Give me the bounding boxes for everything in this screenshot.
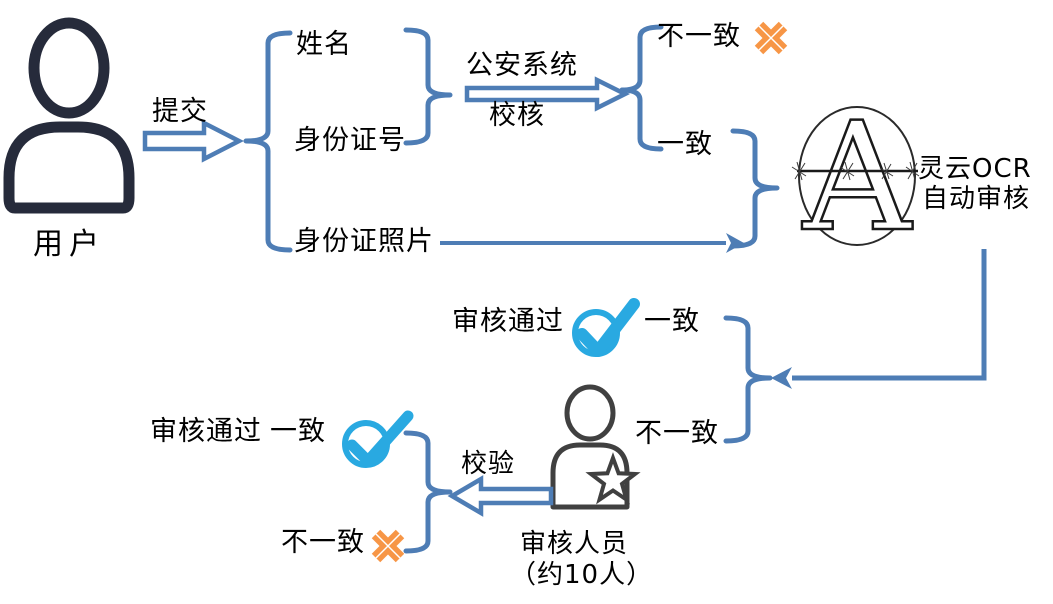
- fields-brace: [243, 30, 293, 253]
- ocr-mismatch-label: 不一致: [635, 418, 719, 449]
- check-circle-icon-ocr-pass: [572, 298, 640, 357]
- reviewer-label-line2: （约10人）: [510, 560, 654, 590]
- ocr-logo-scribbles: [791, 161, 920, 181]
- manual-result-brace: [403, 430, 453, 554]
- ocr-match-label: 一致: [644, 306, 700, 337]
- verify-label: 校验: [461, 449, 516, 479]
- submit-arrow-shape: [142, 119, 244, 163]
- field-id-number-label: 身份证号: [294, 125, 406, 156]
- star-icon: [585, 452, 641, 505]
- submit-label: 提交: [152, 96, 208, 127]
- ocr-label-line1: 灵云OCR: [918, 154, 1032, 184]
- police-check-arrow-shape: [464, 76, 631, 112]
- reviewer-label-line1: 审核人员: [520, 529, 629, 559]
- id-photo-arrow: [440, 233, 744, 253]
- ocr-label-line2: 自动审核: [922, 184, 1031, 214]
- manual-pass-label: 审核通过: [150, 416, 262, 447]
- manual-match-label: 一致: [270, 416, 326, 447]
- police-result-brace: [619, 24, 664, 152]
- police-check-label-line1: 公安系统: [466, 50, 578, 81]
- ocr-input-brace: [730, 128, 780, 249]
- field-name-label: 姓名: [296, 29, 352, 60]
- manual-mismatch-label: 不一致: [281, 527, 365, 558]
- name-id-brace: [403, 27, 453, 146]
- cross-icon-police-mismatch: [754, 21, 788, 55]
- check-circle-icon-manual-pass: [342, 410, 414, 468]
- field-id-photo-label: 身份证照片: [294, 226, 434, 257]
- ocr-pass-label: 审核通过: [452, 306, 564, 337]
- police-mismatch-label: 不一致: [657, 21, 741, 52]
- user-icon: [3, 17, 135, 214]
- reviewer-star-icon: [550, 384, 641, 510]
- police-match-label: 一致: [657, 129, 713, 160]
- ocr-output-arrow: [771, 249, 987, 389]
- police-check-label-line2: 校核: [489, 100, 545, 131]
- verify-arrow-shape: [447, 475, 554, 517]
- user-label: 用户: [33, 227, 105, 262]
- ocr-logo-letter: A: [802, 91, 913, 265]
- ocr-logo-icon: A: [791, 90, 920, 266]
- cross-icon-manual-mismatch: [371, 529, 405, 563]
- ocr-result-brace: [723, 315, 773, 444]
